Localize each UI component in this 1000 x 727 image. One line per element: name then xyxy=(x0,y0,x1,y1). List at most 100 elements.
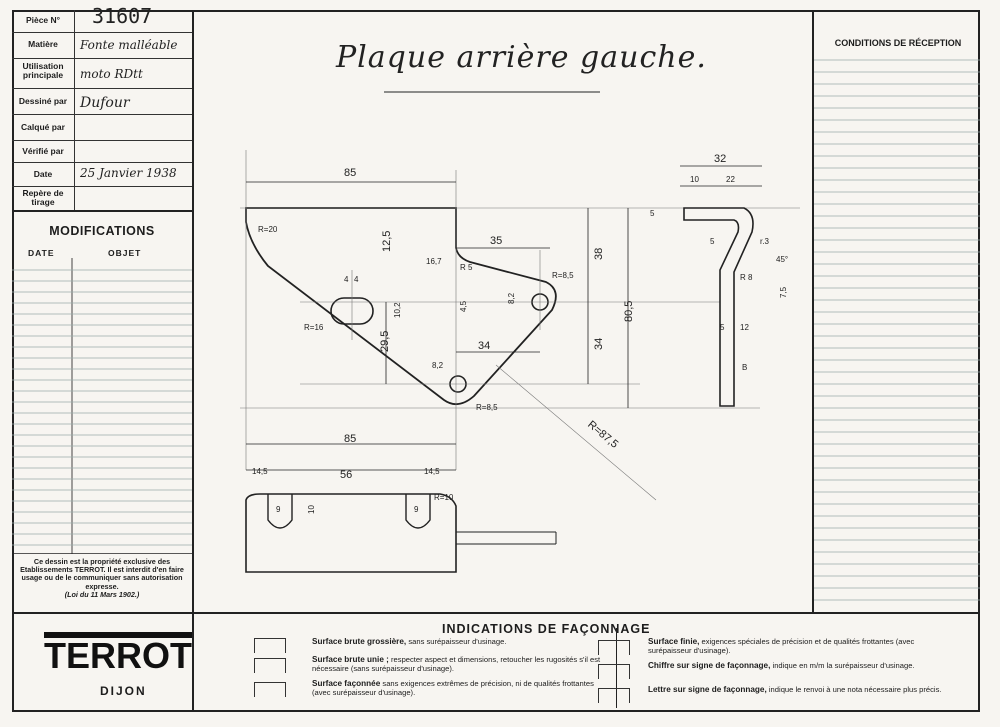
indication-4: Surface finie, exigences spéciales de pr… xyxy=(648,637,948,655)
indication-2: Surface brute unie ; respecter aspect et… xyxy=(312,655,602,673)
dim-5-c: 5 xyxy=(720,323,725,332)
conditions-title: CONDITIONS DE RÉCEPTION xyxy=(834,38,962,48)
bottom-slot-left xyxy=(267,494,293,529)
radius-16: R=16 xyxy=(304,323,324,332)
dim-4-a: 4 xyxy=(344,275,349,284)
indication-2-bold: Surface brute unie ; xyxy=(312,655,389,664)
date-value: 25 Janvier 1938 xyxy=(80,166,177,180)
side-view xyxy=(683,207,754,407)
dessine-label: Dessiné par xyxy=(18,96,68,106)
symbol-faconnee xyxy=(254,682,286,697)
symbol-lettre xyxy=(598,688,630,703)
dim-38: 38 xyxy=(593,248,605,260)
radius-10: R=10 xyxy=(434,493,454,502)
dim-32: 32 xyxy=(714,153,726,165)
indication-3-text: sans exigences extrêmes de précision, ni… xyxy=(312,679,594,697)
modifications-date-header: DATE xyxy=(28,248,55,258)
legal-notice: Ce dessin est la propriété exclusive des… xyxy=(16,557,188,599)
dessine-signature: Dufour xyxy=(80,95,130,111)
mark-b: B xyxy=(742,363,747,372)
piece-value: 31607 xyxy=(92,4,153,28)
dim-8-2-a: 8,2 xyxy=(507,292,516,304)
dim-4-5: 4,5 xyxy=(459,300,468,312)
technical-drawing: 85 35 34 12,5 16,7 38 80,5 34 29,5 4 4 1… xyxy=(240,91,800,573)
symbol-brute-unie xyxy=(254,658,286,673)
indication-3: Surface façonnée sans exigences extrêmes… xyxy=(312,679,602,697)
conditions-block: CONDITIONS DE RÉCEPTION xyxy=(812,10,980,612)
angle-45: 45° xyxy=(776,255,788,264)
date-label: Date xyxy=(33,169,53,179)
dim-5-b: 5 xyxy=(710,237,715,246)
radius-8-5-b: R=8,5 xyxy=(476,403,498,412)
dim-5-a: 5 xyxy=(650,209,655,218)
dim-12-5: 12,5 xyxy=(381,231,393,252)
bottom-view xyxy=(245,493,457,573)
dim-34-vertical: 34 xyxy=(593,338,605,350)
dim-80-5: 80,5 xyxy=(623,301,635,322)
utilisation-label: Utilisation principale xyxy=(22,61,64,80)
symbol-finie xyxy=(598,640,630,655)
dim-9-a: 9 xyxy=(276,505,281,514)
radius-87-5: R=87,5 xyxy=(585,419,620,451)
row-verifie: Vérifié par xyxy=(12,140,192,163)
row-calque: Calqué par xyxy=(12,114,192,141)
radius-5: R 5 xyxy=(460,263,473,272)
row-date: Date 25 Janvier 1938 xyxy=(12,162,192,187)
indication-4-text: exigences spéciales de précision et de q… xyxy=(648,637,915,655)
indications-title: INDICATIONS DE FAÇONNAGE xyxy=(442,622,651,636)
indication-1-text: sans surépaisseur d'usinage. xyxy=(408,637,507,646)
dim-22: 22 xyxy=(726,175,735,184)
dim-4-b: 4 xyxy=(354,275,359,284)
row-piece: Pièce N° 31607 xyxy=(12,4,192,33)
indication-5-text: indique en m/m la surépaisseur d'usinage… xyxy=(772,661,915,670)
conditions-lines xyxy=(814,59,980,601)
indication-5: Chiffre sur signe de façonnage, indique … xyxy=(648,661,948,671)
dim-29-5: 29,5 xyxy=(379,331,391,352)
radius-20: R=20 xyxy=(258,225,278,234)
modifications-title: MODIFICATIONS xyxy=(49,224,155,238)
piece-label: Pièce N° xyxy=(25,15,61,25)
dim-34: 34 xyxy=(478,340,490,352)
verifie-label: Vérifié par xyxy=(22,146,64,156)
modifications-objet-header: OBJET xyxy=(108,248,142,258)
row-dessine: Dessiné par Dufour xyxy=(12,88,192,115)
matiere-value: Fonte malléable xyxy=(80,38,178,52)
indication-1-bold: Surface brute grossière, xyxy=(312,637,407,646)
dim-8-2-b: 8,2 xyxy=(432,361,444,370)
utilisation-value: moto RDtt xyxy=(80,67,143,81)
dim-10: 10 xyxy=(307,505,316,514)
dim-35: 35 xyxy=(490,235,502,247)
dim-85-bottom: 85 xyxy=(344,433,356,445)
modifications-grid xyxy=(12,258,192,554)
indication-2-text: respecter aspect et dimensions, retouche… xyxy=(312,655,601,673)
indication-4-bold: Surface finie, xyxy=(648,637,700,646)
symbol-brute-grossiere xyxy=(254,638,286,653)
radius-8-5-a: R=8,5 xyxy=(552,271,574,280)
dim-10-2: 10,2 xyxy=(393,302,402,318)
matiere-label: Matière xyxy=(28,39,58,49)
radius-3: r.3 xyxy=(760,237,769,246)
dim-56: 56 xyxy=(340,469,352,481)
row-repere: Repère de tirage xyxy=(12,186,192,212)
indication-5-bold: Chiffre sur signe de façonnage, xyxy=(648,661,771,670)
dim-9-b: 9 xyxy=(414,505,419,514)
row-matiere: Matière Fonte malléable xyxy=(12,32,192,59)
indication-1: Surface brute grossière, sans surépaisse… xyxy=(312,637,592,647)
dim-14-5-a: 14,5 xyxy=(252,467,268,476)
legal-text: Ce dessin est la propriété exclusive des… xyxy=(20,557,184,591)
row-utilisation: Utilisation principale moto RDtt xyxy=(12,58,192,89)
calque-label: Calqué par xyxy=(21,122,65,132)
terrot-logo: TERROT xyxy=(44,632,194,674)
logo-text: TERROT xyxy=(44,635,192,674)
indication-6-bold: Lettre sur signe de façonnage, xyxy=(648,685,767,694)
drawing-title: Plaque arrière gauche. xyxy=(336,40,707,75)
dim-14-5-b: 14,5 xyxy=(424,467,440,476)
indication-6: Lettre sur signe de façonnage, indique l… xyxy=(648,685,948,695)
dim-10-side: 10 xyxy=(690,175,699,184)
title-block-separator xyxy=(74,10,75,210)
bottom-band: TERROT DIJON INDICATIONS DE FAÇONNAGE Su… xyxy=(12,612,980,712)
dim-85-top: 85 xyxy=(344,167,356,179)
dim-16-7: 16,7 xyxy=(426,257,442,266)
title-block: Pièce N° 31607 Matière Fonte malléable U… xyxy=(12,4,194,612)
